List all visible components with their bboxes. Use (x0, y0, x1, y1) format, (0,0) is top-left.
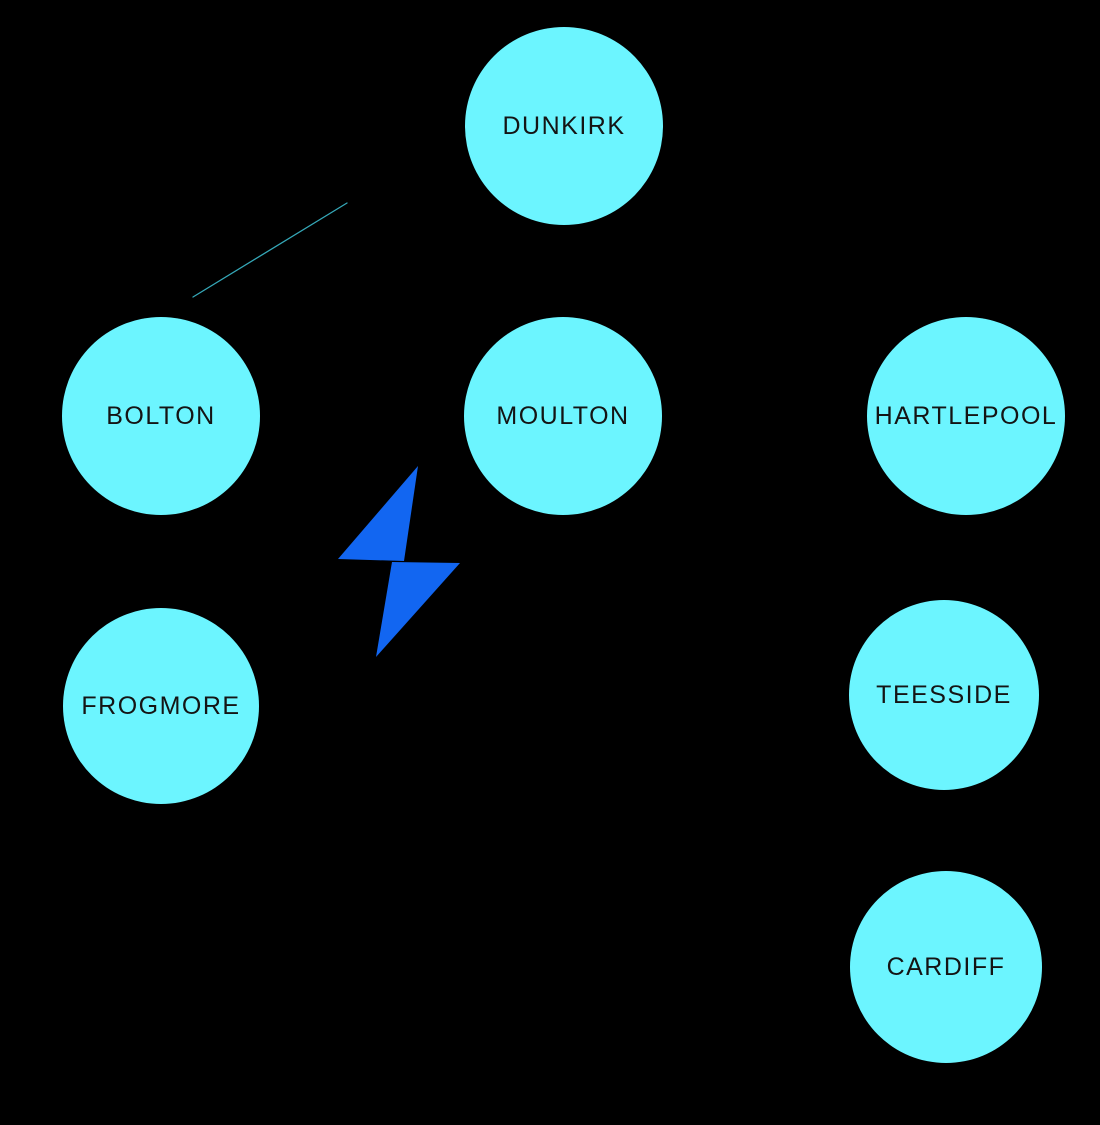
bolton-dunkirk-edge (192, 202, 348, 298)
node-cardiff: CARDIFF (850, 871, 1042, 1063)
node-label-frogmore: FROGMORE (81, 691, 241, 720)
node-label-hartlepool: HARTLEPOOL (874, 401, 1058, 430)
lightning-bolt-icon (338, 466, 460, 657)
node-label-cardiff: CARDIFF (886, 952, 1006, 981)
node-bolton: BOLTON (62, 317, 260, 515)
node-dunkirk: DUNKIRK (465, 27, 663, 225)
node-label-moulton: MOULTON (496, 401, 630, 430)
node-label-dunkirk: DUNKIRK (502, 111, 626, 140)
node-label-teesside: TEESSIDE (876, 680, 1012, 709)
node-moulton: MOULTON (464, 317, 662, 515)
lightning-bolt-triangle (338, 466, 418, 561)
node-frogmore: FROGMORE (63, 608, 259, 804)
node-hartlepool: HARTLEPOOL (867, 317, 1065, 515)
node-teesside: TEESSIDE (849, 600, 1039, 790)
node-label-bolton: BOLTON (106, 401, 216, 430)
lightning-bolt-triangle (376, 562, 460, 657)
